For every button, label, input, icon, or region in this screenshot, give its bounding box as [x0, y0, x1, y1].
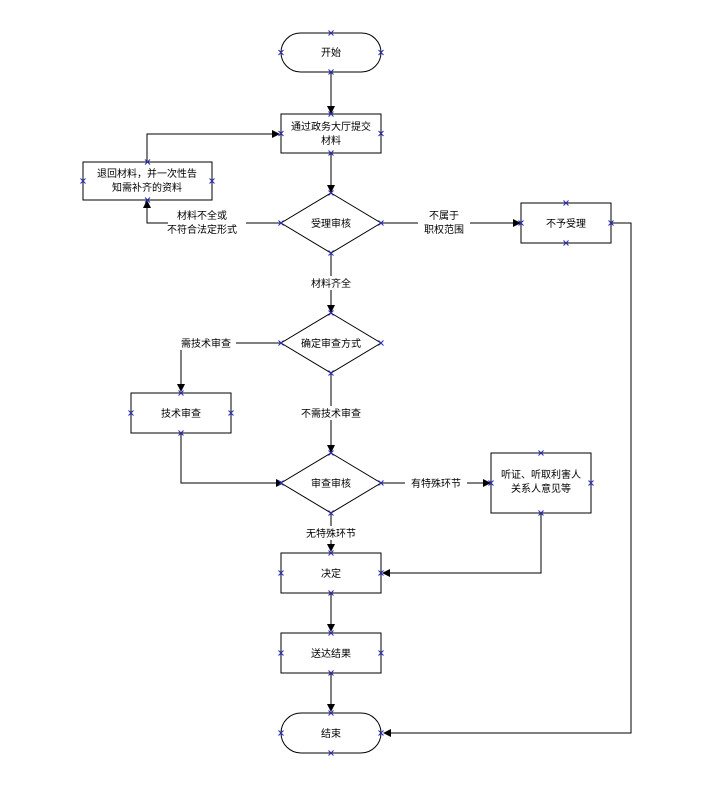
node-determine-method-label: 确定审查方式	[301, 337, 361, 350]
connection-point-marker	[328, 150, 334, 156]
connection-point-marker	[378, 340, 384, 346]
connection-point-marker	[328, 69, 334, 75]
node-start: 开始	[280, 32, 382, 73]
edge-label-incomplete-line2: 不符合法定形式	[167, 223, 237, 236]
node-return-label-line1: 退回材料，并一次性告	[97, 167, 197, 180]
node-hearing-label-line1: 听证、听取利害人	[501, 468, 581, 481]
connection-point-marker	[588, 480, 594, 486]
connection-points	[80, 30, 614, 756]
connection-point-marker	[328, 710, 334, 716]
node-tech-review-label: 技术审查	[161, 407, 201, 420]
node-tech-review: 技术审查	[130, 392, 232, 434]
edge-reject-to-end	[383, 222, 632, 737]
node-reject: 不予受理	[520, 202, 612, 244]
connection-point-marker	[328, 310, 334, 316]
connection-point-marker	[278, 130, 284, 137]
connection-point-marker	[378, 650, 384, 656]
connection-point-marker	[178, 390, 184, 396]
node-deliver-label: 送达结果	[311, 647, 351, 660]
connection-point-marker	[328, 670, 334, 676]
connection-point-marker	[328, 30, 334, 36]
connection-point-marker	[328, 111, 334, 117]
edge-hearing-to-decision	[382, 513, 542, 577]
edge-labels: 材料不全或 不符合法定形式 不属于 职权范围 材料齐全 需技术审查 不需技术审查…	[167, 209, 470, 540]
connection-point-marker	[278, 570, 284, 576]
connection-point-marker	[563, 200, 569, 206]
connection-point-marker	[328, 550, 334, 556]
connection-point-marker	[278, 49, 284, 56]
connection-point-marker	[278, 650, 284, 656]
edge-label-out-of-scope-line1: 不属于	[429, 210, 459, 222]
node-accept-review-label: 受理审核	[311, 217, 351, 230]
connection-point-marker	[378, 130, 384, 137]
edge-label-out-of-scope-line2: 职权范围	[424, 223, 464, 236]
node-return: 退回材料，并一次性告 知需补齐的资料	[82, 161, 213, 201]
connection-point-marker	[128, 410, 134, 416]
connection-point-marker	[178, 430, 184, 436]
node-decision-label: 决定	[321, 567, 341, 580]
node-determine-method: 确定审查方式	[280, 312, 382, 374]
connection-point-marker	[278, 340, 284, 346]
node-submit: 通过政务大厅提交 材料	[280, 113, 382, 154]
node-decision: 决定	[280, 552, 382, 594]
edge-label-incomplete-line1: 材料不全或	[177, 209, 227, 222]
connection-point-marker	[563, 240, 569, 246]
node-submit-label-line2: 材料	[321, 134, 341, 147]
connection-point-marker	[328, 750, 334, 756]
connection-point-marker	[328, 630, 334, 636]
edge-label-no-special: 无特殊环节	[306, 527, 356, 540]
connection-point-marker	[378, 480, 384, 486]
node-end-label: 结束	[321, 727, 341, 740]
connection-point-marker	[328, 590, 334, 596]
node-audit: 审查审核	[280, 452, 382, 514]
connection-point-marker	[328, 450, 334, 456]
connection-point-marker	[144, 159, 151, 165]
edge-determine-to-tech	[177, 342, 281, 392]
connection-point-marker	[378, 49, 384, 56]
node-audit-label: 审查审核	[311, 477, 351, 490]
connection-point-marker	[378, 730, 384, 736]
connection-point-marker	[328, 250, 334, 256]
connection-point-marker	[608, 220, 614, 226]
connection-point-marker	[228, 410, 234, 416]
connection-point-marker	[518, 220, 524, 226]
node-accept-review: 受理审核	[280, 192, 382, 254]
edge-label-complete: 材料齐全	[311, 277, 351, 290]
connection-point-marker	[209, 178, 215, 184]
connection-point-marker	[378, 570, 384, 576]
connection-point-marker	[488, 480, 494, 486]
connection-point-marker	[144, 197, 151, 203]
connection-point-marker	[278, 730, 284, 736]
connection-point-marker	[80, 178, 86, 184]
connection-point-marker	[538, 510, 544, 516]
connection-point-marker	[378, 220, 384, 226]
connection-point-marker	[538, 450, 544, 456]
node-hearing-label-line2: 关系人意见等	[511, 482, 571, 495]
edge-label-no-tech: 不需技术审查	[301, 407, 361, 420]
node-end: 结束	[280, 712, 382, 754]
connection-point-marker	[328, 510, 334, 516]
node-deliver: 送达结果	[280, 632, 382, 674]
node-hearing: 听证、听取利害人 关系人意见等	[490, 452, 592, 514]
edge-return-to-submit	[146, 130, 280, 162]
connection-point-marker	[328, 370, 334, 376]
node-reject-label: 不予受理	[546, 218, 586, 230]
connection-point-marker	[278, 480, 284, 486]
connection-point-marker	[278, 220, 284, 226]
edge-tech-to-audit	[180, 433, 284, 487]
node-return-label-line2: 知需补齐的资料	[112, 181, 182, 194]
edge-label-special: 有特殊环节	[411, 477, 461, 490]
connection-point-marker	[328, 190, 334, 196]
node-submit-label-line1: 通过政务大厅提交	[291, 120, 371, 133]
edge-label-need-tech: 需技术审查	[181, 337, 231, 350]
node-start-label: 开始	[321, 46, 341, 59]
